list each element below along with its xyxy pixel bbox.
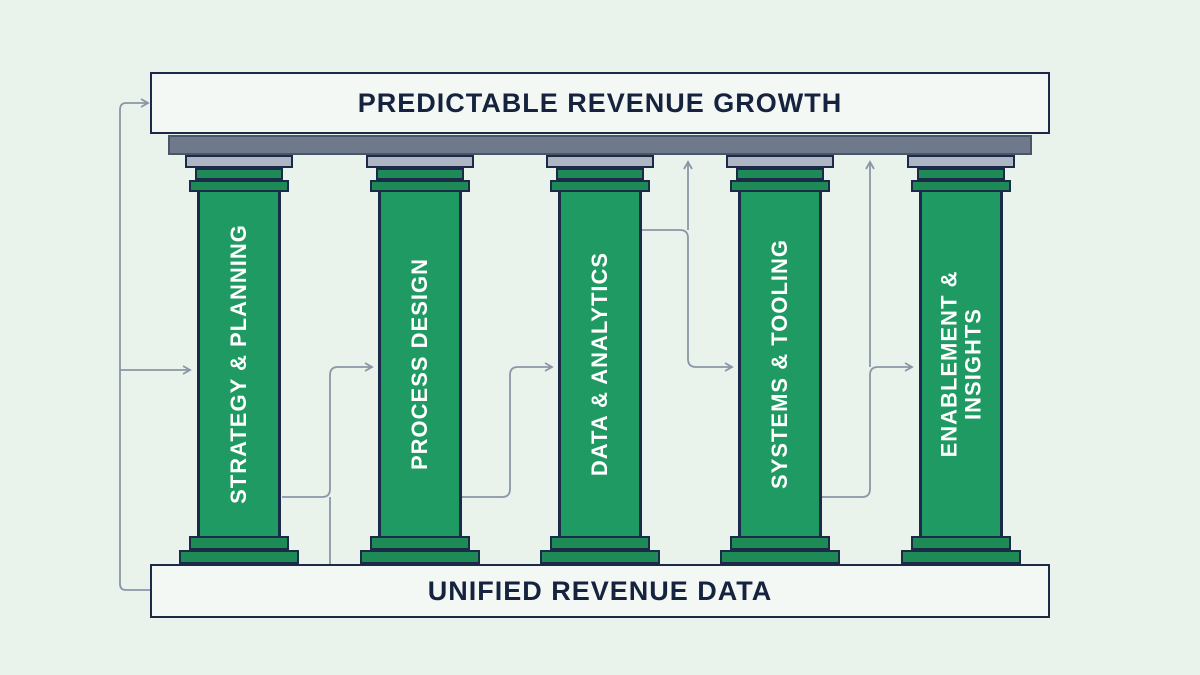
systems-to-enablement-arrow (822, 362, 914, 498)
pillar-plinth-top (370, 536, 470, 550)
pillar-data-analytics: DATA & ANALYTICS (538, 155, 662, 564)
pillar-process-design: PROCESS DESIGN (358, 155, 482, 564)
pillar-enablement-insights: ENABLEMENT & INSIGHTS (899, 155, 1023, 564)
pillar-label-line-1: ENABLEMENT & (936, 270, 961, 458)
pillar-capital-mid (195, 168, 283, 180)
pillar-plinth-bottom (901, 550, 1021, 564)
pillar-capital-mid (556, 168, 644, 180)
pillar-label: DATA & ANALYTICS (587, 251, 612, 477)
foundation-title: UNIFIED REVENUE DATA (427, 575, 773, 606)
pillar-capital-bottom (730, 180, 830, 192)
pillar-label: STRATEGY & PLANNING (226, 224, 252, 504)
pillar-plinth-bottom (360, 550, 480, 564)
pillar-capital-top (726, 155, 834, 168)
pillar-capital-top (907, 155, 1015, 168)
pillar-shaft: SYSTEMS & TOOLING (738, 192, 822, 536)
pillar-shaft: STRATEGY & PLANNING (197, 192, 281, 536)
pillar-label: SYSTEMS & TOOLING (767, 238, 792, 490)
pillar-capital-top (546, 155, 654, 168)
pillar-label-line-2: INSIGHTS (960, 308, 985, 420)
pillar-strategy-planning: STRATEGY & PLANNING (177, 155, 301, 564)
pillar-shaft: ENABLEMENT & INSIGHTS (919, 192, 1003, 536)
feedback-loop-arrow (119, 98, 150, 591)
pillar-capital-mid (736, 168, 824, 180)
pillar-shaft: DATA & ANALYTICS (558, 192, 642, 536)
pillar-capital-bottom (189, 180, 289, 192)
pillar-plinth-bottom (540, 550, 660, 564)
pillar-plinth-top (189, 536, 289, 550)
pillar-label: ENABLEMENT & INSIGHTS (936, 270, 985, 458)
pillar-capital-bottom (370, 180, 470, 192)
pillar-plinth-top (730, 536, 830, 550)
strategy-to-process-arrow (282, 362, 374, 498)
pillar-systems-tooling: SYSTEMS & TOOLING (718, 155, 842, 564)
pillar-plinth-top (550, 536, 650, 550)
pillar-plinth-bottom (179, 550, 299, 564)
pillar-capital-mid (376, 168, 464, 180)
pillar-plinth-top (911, 536, 1011, 550)
pediment-goal: PREDICTABLE REVENUE GROWTH (150, 72, 1050, 134)
pillar-capital-mid (917, 168, 1005, 180)
process-to-data-arrow (462, 362, 554, 498)
pillar-label: PROCESS DESIGN (407, 257, 433, 471)
pillar-capital-top (366, 155, 474, 168)
foundation-base: UNIFIED REVENUE DATA (150, 564, 1050, 618)
data-to-systems-arrow (642, 229, 734, 372)
pillar-capital-bottom (550, 180, 650, 192)
goal-title: PREDICTABLE REVENUE GROWTH (357, 87, 843, 118)
entablature-beam (168, 135, 1032, 155)
pillar-plinth-bottom (720, 550, 840, 564)
pillar-capital-bottom (911, 180, 1011, 192)
pillar-shaft: PROCESS DESIGN (378, 192, 462, 536)
pillar-capital-top (185, 155, 293, 168)
